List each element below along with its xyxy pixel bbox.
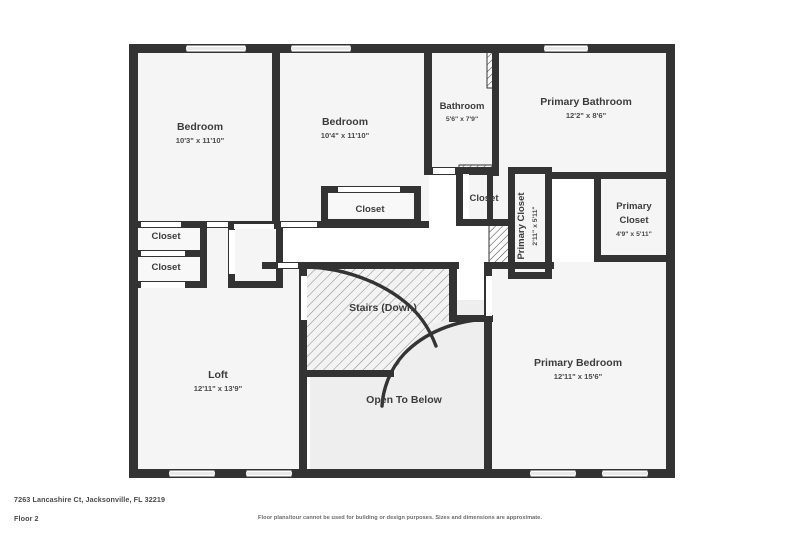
room-dim-loft: 12'11" x 13'9" (194, 384, 243, 393)
room-labels: Bedroom 10'3" x 11'10" Bedroom 10'4" x 1… (151, 96, 652, 406)
footer-left: 7263 Lancashire Ct, Jacksonville, FL 322… (14, 495, 334, 524)
windows (168, 44, 649, 478)
room-label-closet-lower-left: Closet (151, 262, 181, 273)
property-address: 7263 Lancashire Ct, Jacksonville, FL 322… (14, 495, 166, 504)
room-fills (133, 48, 675, 474)
room-dim-primary-bedroom: 12'11" x 15'6" (554, 372, 603, 381)
stairs-area (303, 265, 491, 408)
room-label-bedroom-middle: Bedroom (322, 116, 368, 128)
room-label-primary-closet-small: Primary Closet (516, 192, 527, 260)
room-label-closet-middle: Closet (355, 204, 385, 215)
walls (129, 44, 675, 478)
room-label-open-to-below: Open To Below (366, 394, 442, 406)
room-dim-primary-bathroom: 12'2" x 8'6" (566, 111, 607, 120)
room-label-closet-bathroom: Closet (469, 193, 499, 204)
room-label-loft: Loft (208, 369, 228, 381)
room-label-closet-upper-left: Closet (151, 231, 181, 242)
floor-label: Floor 2 (14, 514, 39, 523)
room-dim-bedroom-left: 10'3" x 11'10" (176, 136, 225, 145)
room-label-primary-bedroom: Primary Bedroom (534, 357, 622, 369)
room-dim-primary-closet-big: 4'9" x 5'11" (616, 231, 652, 238)
door-openings (141, 168, 492, 320)
disclaimer-text: Floor plans/tour cannot be used for buil… (258, 515, 542, 521)
room-dim-bathroom: 5'6" x 7'9" (446, 116, 478, 123)
room-label-bedroom-left: Bedroom (177, 121, 223, 133)
room-dim-primary-closet-small: 2'11" x 5'11" (532, 206, 539, 245)
room-label-primary-bathroom: Primary Bathroom (540, 96, 632, 108)
room-label-stairs: Stairs (Down) (349, 302, 417, 314)
room-label-bathroom: Bathroom (440, 101, 485, 112)
room-label-primary-closet-big-line1: Primary (616, 201, 652, 212)
room-label-primary-closet-big-line2: Closet (619, 215, 649, 226)
room-dim-bedroom-middle: 10'4" x 11'10" (321, 131, 370, 140)
